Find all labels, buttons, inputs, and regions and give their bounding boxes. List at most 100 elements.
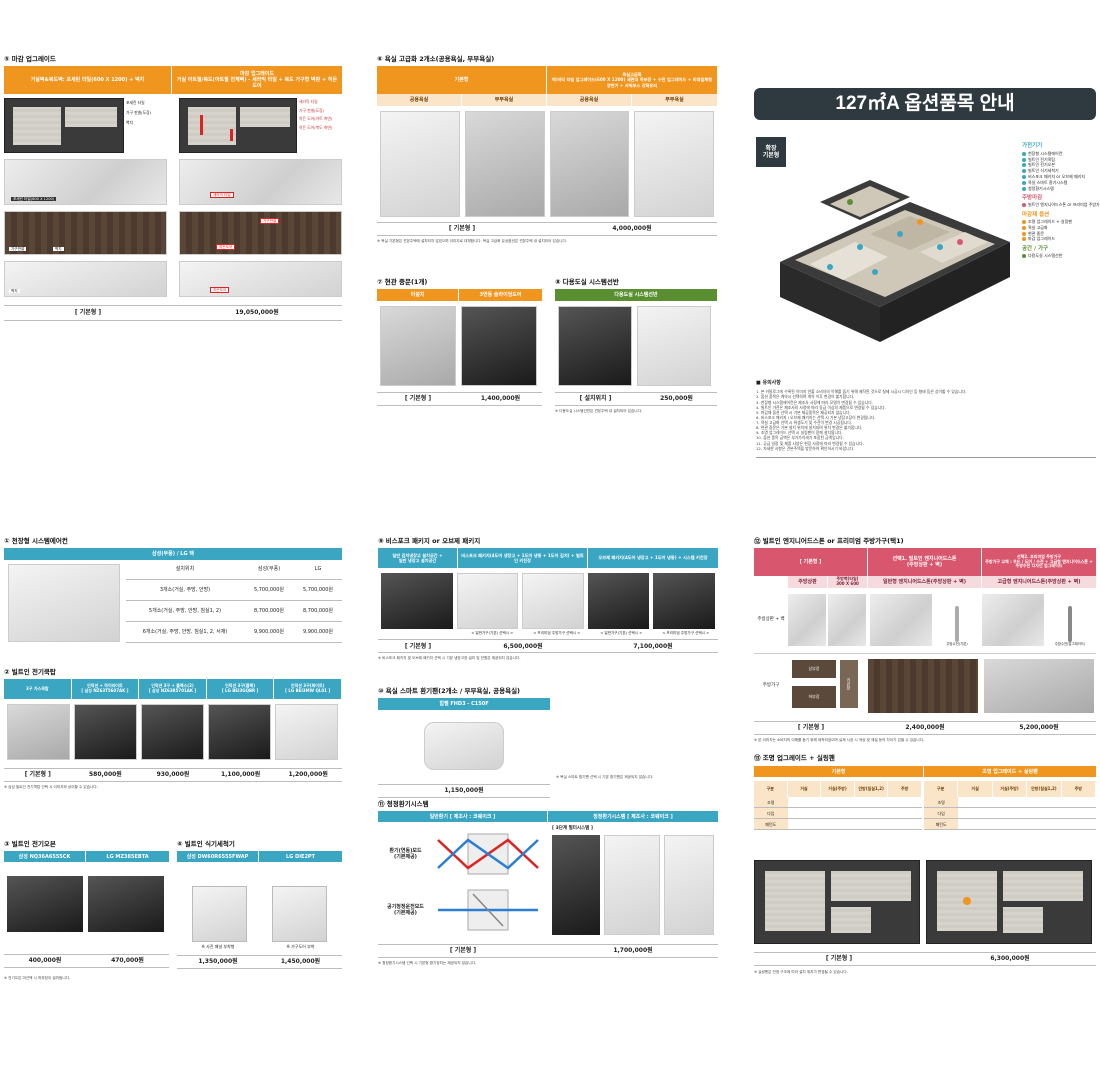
caution-item: 10. 옵션 품목 금액은 부가가치세가 포함된 금액입니다. [756, 435, 844, 441]
shelf-price-location: [ 설치위치 ] [579, 395, 612, 403]
cooktop-col: 3구 가스쿡탑 [4, 679, 72, 699]
cabinet-stone [868, 658, 978, 713]
aircon-cell: 5,700,000원 [294, 580, 342, 601]
finish-photo-wall: 벽지 [4, 261, 167, 297]
aircon-col-lg: LG [294, 560, 342, 580]
light-row-label: 다임 [754, 808, 788, 819]
light-cell [992, 797, 1028, 808]
aircon-cell: 9,900,000원 [294, 622, 342, 643]
dish-photo-lg [272, 886, 327, 942]
clean-price-basic: [ 기본형 ] [449, 947, 477, 955]
clean-mode-1: 환기(연동)모드 (기본제공) [389, 847, 422, 860]
light-cell [787, 808, 822, 819]
vent-note: ※ 욕실 스마트 환기팬 선택 시 기본 환기팬은 제공되지 않습니다. [556, 775, 654, 779]
light-col-basic: 기본형 [754, 766, 924, 777]
oven-price-samsung: 400,000원 [28, 957, 62, 965]
kitchen-col-stone: 선택1. 빌트인 엔지니어드스톤 (주방상판 + 벽) [868, 548, 982, 576]
light-col: 거실(주방) [821, 781, 855, 797]
legend-dot-icon [1022, 163, 1026, 168]
finish-photo-upgrade-wall: 히든도어 [179, 261, 342, 297]
bespoke-photo-1 [456, 573, 519, 629]
aircon-cell: 8,700,000원 [244, 601, 294, 622]
door-photo-upgrade [461, 306, 537, 386]
light-cell [992, 808, 1028, 819]
legend-group4-title: 공간 / 가구 [1022, 246, 1049, 253]
door-col-basic: 미설치 [377, 289, 459, 301]
light-cell [1027, 797, 1062, 808]
legend-item-label: 마감 업그레이드 [1028, 236, 1056, 242]
light-cell [854, 819, 889, 830]
kitchen-wall-basic [828, 594, 866, 646]
light-cell [1027, 808, 1062, 819]
finish-photo-hidden: 히든도어 가구판넬 [179, 211, 342, 255]
light-cell [787, 819, 822, 830]
legend-item-label: 조명 업그레이드 + 실링팬 [1028, 219, 1072, 224]
light-col: 거실 [958, 781, 993, 797]
shelf-price: 250,000원 [660, 395, 693, 403]
light-row-label: 조명 [924, 797, 959, 808]
legend-dot-icon [1022, 186, 1026, 191]
light-row-label: 다임 [924, 808, 959, 819]
bespoke-note: ※ 비스포크 패키지 및 오브제 패키지 선택 시 기본 냉장고장 설치 및 전… [378, 656, 521, 661]
legend-item-label: 현관 중문 [1028, 230, 1044, 236]
cooktop-price: 930,000원 [156, 771, 190, 779]
door-col-upgrade: 3연동 슬라이딩도어 [459, 289, 542, 301]
clean-section: 일반환기 [ 제조사 : 코웨이크 ] 청정환기시스템 [ 제조사 : 코웨이크… [378, 811, 718, 966]
cooktop-price: [ 기본형 ] [24, 771, 51, 779]
light-cell [1027, 819, 1062, 830]
light-row-label: 패턴도 [924, 819, 959, 830]
cooktop-col: 인덕션 3구 + 플렉스(2) [ 삼성 NZ63R5701AK ] [139, 679, 207, 699]
cooktop-note: ※ 삼성 빌트인 전기쿡탑 선택 시 이미지와 상이할 수 있습니다. [4, 785, 98, 789]
cooktop-photo-gas [7, 704, 70, 760]
oven-col-samsung: 삼성 NQ36A6555CK [4, 851, 86, 862]
legend-item: 욕실 고급화 [1022, 225, 1098, 231]
legend-item: 다용도실 시스템선반 [1022, 253, 1098, 259]
clean-title: ⑪ 청정환기시스템 [378, 800, 429, 808]
faucet-basic: 주방수전(기본) [932, 594, 982, 646]
caution-item: 12. 자세한 사항은 견본주택을 방문하여 확인하시기 바랍니다. [756, 445, 855, 451]
legend-dot-icon [1022, 169, 1026, 174]
finish-plan-upgrade [179, 98, 297, 153]
light-price-basic: [ 기본형 ] [825, 955, 853, 963]
shelf-section: 다용도실 시스템선반 [ 설치위치 ] 250,000원 ※ 다용도실 시스템선… [555, 289, 717, 414]
cooktop-price: 1,200,000원 [288, 771, 328, 779]
clean-system-label: [ 3단계 필터시스템 ] [552, 826, 593, 831]
aircon-cell: 5,700,000원 [244, 580, 294, 601]
finish-legend-item: 벽지 [126, 119, 133, 125]
legend-item: 빌트인 전기쿡탑 [1022, 157, 1098, 163]
legend-dot-icon [1022, 237, 1026, 242]
light-col-upgrade: 조명 업그레이드 + 실링팬 [924, 766, 1096, 777]
light-row: 패턴도 [754, 819, 922, 830]
bespoke-photo-4 [653, 573, 716, 629]
cooktop-col: 인덕션 3구(화이트) [ LG BEI3MW QL01 ] [274, 679, 342, 699]
bespoke-photo-2 [522, 573, 584, 629]
oven-note: ※ 전기오븐 미선택 시 하부장이 설치됩니다. [4, 976, 71, 980]
legend-group4-list: 다용도실 시스템선반 [1022, 253, 1098, 259]
clean-col-upgrade: 청정환기시스템 [ 제조사 : 코웨이크 ] [548, 811, 718, 822]
clean-price-upgrade: 1,700,000원 [613, 947, 653, 955]
aircon-cell: 3개소(거실, 주방, 안방) [126, 580, 244, 601]
finish-legend-item: 히든 도어(복도 측면) [299, 125, 333, 131]
light-col: 안방(침실1,2) [854, 781, 889, 797]
faucet-upgrade: 주방수전(업그레이드) [1044, 594, 1096, 646]
light-col: 안방(침실1,2) [1027, 781, 1062, 797]
clean-col-basic: 일반환기 [ 제조사 : 코웨이크 ] [378, 811, 548, 822]
vent-price: 1,150,000원 [378, 784, 550, 798]
legend-dot-icon [1022, 254, 1026, 259]
cooktop-photo-2 [141, 704, 204, 760]
page-title: 127㎡A 옵션품목 안내 [835, 93, 1015, 115]
cabinet-basic: 상부장 하부장 키큰장 [788, 658, 864, 714]
bath-sub-4: 부부욕실 [632, 94, 717, 106]
dish-col-samsung: 삼성 DW60R6555FWAP [177, 851, 259, 862]
light-price-upgrade: 6,300,000원 [990, 955, 1030, 963]
legend-item: 현관 중문 [1022, 231, 1098, 237]
aircon-cell: 9,900,000원 [244, 622, 294, 643]
legend-item-label: 빌트인 전기쿡탑 [1028, 156, 1056, 162]
light-row: 다임 [924, 808, 1096, 819]
legend-dot-icon [1022, 225, 1026, 230]
light-col: 거실 [787, 781, 822, 797]
